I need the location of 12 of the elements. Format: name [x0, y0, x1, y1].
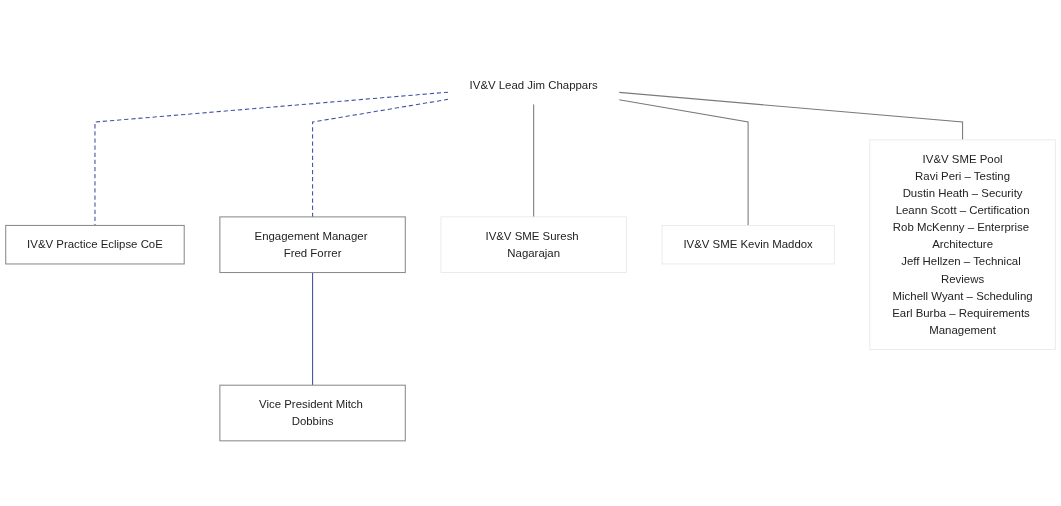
node-text: IV&V Lead Jim Chappars [469, 78, 598, 91]
connector [618, 91, 964, 141]
connector [312, 271, 314, 386]
connector [533, 103, 535, 218]
node-box: IV&V Practice Eclipse CoE [5, 224, 185, 265]
connector [312, 98, 449, 218]
connector [618, 98, 749, 226]
node-box: Vice President Mitch Dobbins [219, 384, 406, 442]
node-box: IV&V SME Pool Ravi Peri – Testing Dustin Heath – Security Leann Scott – Certification Rob McKenny – Enterprise Architecture Jeff Hellzen – Technical Reviews Michell Wyant – Scheduling Earl Burba – Requirements Management [869, 139, 1056, 350]
node-box: IV&V SME Kevin Maddox [661, 224, 835, 265]
node-box: IV&V SME Suresh Nagarajan [440, 216, 627, 273]
node-box: Engagement Manager Fred Forrer [219, 216, 406, 273]
